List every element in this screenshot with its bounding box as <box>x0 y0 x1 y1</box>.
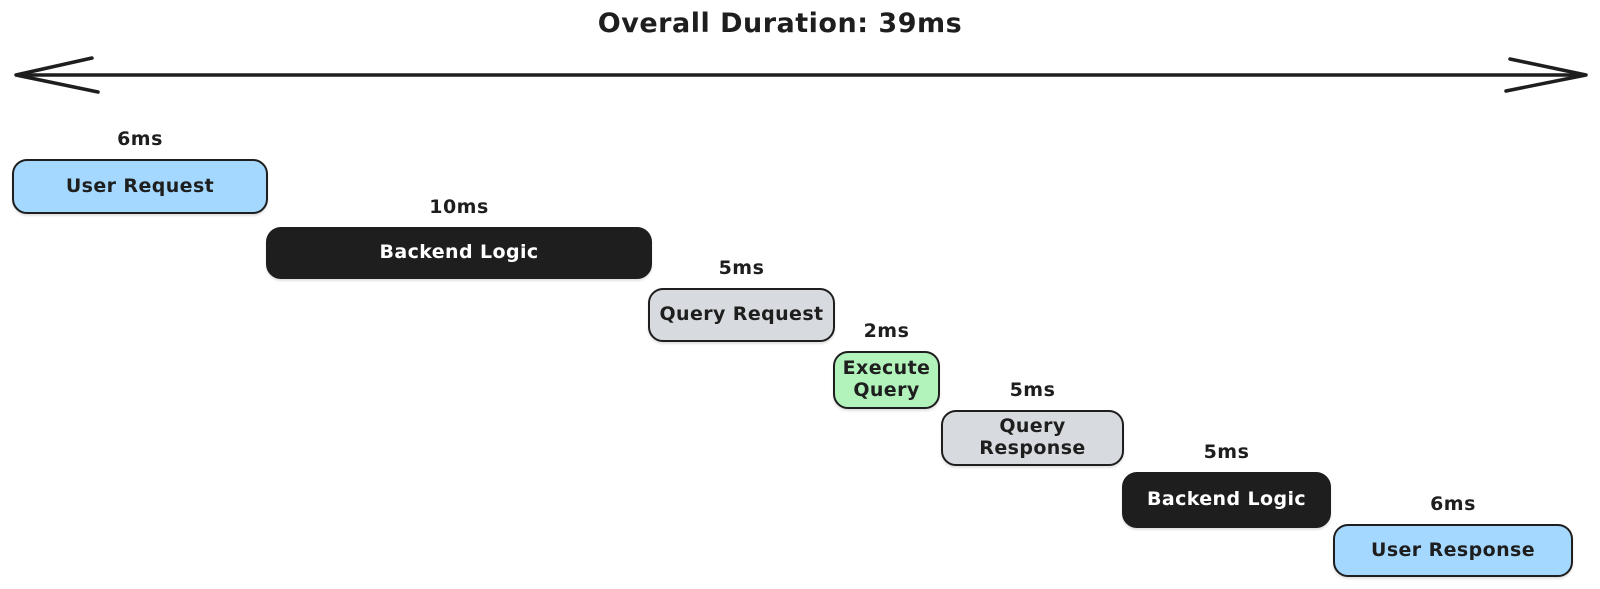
duration-label: 10ms <box>429 196 489 218</box>
overall-duration-arrow <box>14 56 1588 94</box>
stage-box-user-request: User Request <box>12 159 268 214</box>
stage-backend-logic-2: 5ms Backend Logic <box>1122 441 1331 528</box>
duration-label: 5ms <box>1009 379 1056 401</box>
duration-label: 6ms <box>117 128 163 150</box>
stage-box-user-response: User Response <box>1333 524 1573 577</box>
arrow-right-head-icon <box>1504 57 1588 93</box>
stage-backend-logic-1: 10ms Backend Logic <box>266 196 652 279</box>
duration-label: 6ms <box>1430 493 1476 515</box>
stage-execute-query: 2ms Execute Query <box>833 320 940 409</box>
stage-user-response: 6ms User Response <box>1333 493 1573 577</box>
arrow-left-head-icon <box>14 56 100 94</box>
stage-box-query-response: Query Response <box>941 410 1124 466</box>
duration-label: 2ms <box>863 320 910 342</box>
stage-query-response: 5ms Query Response <box>941 379 1124 466</box>
stage-box-execute-query: Execute Query <box>833 351 940 409</box>
stage-query-request: 5ms Query Request <box>648 257 835 342</box>
stage-user-request: 6ms User Request <box>12 128 268 214</box>
duration-label: 5ms <box>1203 441 1250 463</box>
stage-box-backend-logic-1: Backend Logic <box>266 227 652 279</box>
diagram-title: Overall Duration: 39ms <box>597 8 963 39</box>
duration-label: 5ms <box>718 257 765 279</box>
stage-box-backend-logic-2: Backend Logic <box>1122 472 1331 528</box>
stage-box-query-request: Query Request <box>648 288 835 342</box>
